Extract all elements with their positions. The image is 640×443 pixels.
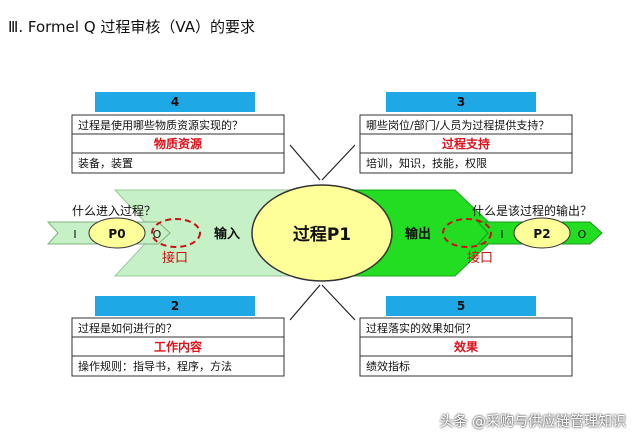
page-title: Ⅲ. Formel Q 过程审核（VA）的要求 — [8, 18, 255, 36]
box-4-header — [95, 92, 255, 112]
info-box-3: 3 哪些岗位/部门/人员为过程提供支持？ 过程支持 培训，知识，技能，权限 — [359, 92, 573, 174]
left-p-ellipse — [88, 217, 146, 249]
box-3-question: 哪些岗位/部门/人员为过程提供支持？ — [366, 118, 549, 132]
box-3-number: 3 — [457, 95, 465, 109]
box-5-body — [359, 317, 573, 377]
info-box-4: 4 过程是使用哪些物质资源实现的？ 物质资源 装备，装置 — [71, 92, 285, 174]
left-node-p: P0 — [108, 227, 125, 241]
box-3-header — [386, 92, 536, 112]
box-3-items: 培训，知识，技能，权限 — [366, 156, 487, 170]
right-p-ellipse — [513, 217, 571, 249]
connector-line-3 — [321, 144, 356, 181]
output-label: 输出 — [405, 226, 431, 242]
box-5-number: 5 — [457, 299, 465, 313]
right-node-question: 什么是该过程的输出？ — [472, 203, 592, 218]
right-interface-ellipse — [442, 218, 492, 248]
box-2-number: 2 — [171, 299, 179, 313]
box-3-heading: 过程支持 — [442, 136, 490, 151]
box-5-question: 过程落实的效果如何？ — [366, 321, 476, 335]
box-4-question: 过程是使用哪些物质资源实现的？ — [78, 118, 243, 132]
input-label: 输入 — [214, 226, 240, 242]
box-5-items: 绩效指标 — [366, 359, 410, 373]
box-5-heading: 效果 — [454, 339, 478, 354]
left-node-o: O — [153, 228, 162, 241]
box-2-question: 过程是如何进行的？ — [78, 321, 177, 335]
left-interface-ellipse — [151, 218, 201, 248]
info-box-5: 5 过程落实的效果如何？ 效果 绩效指标 — [359, 296, 573, 377]
box-2-heading: 工作内容 — [154, 339, 202, 354]
box-4-body — [71, 114, 285, 174]
connector-line-4 — [289, 144, 321, 181]
right-node-i: I — [500, 228, 503, 241]
info-box-2: 2 过程是如何进行的？ 工作内容 操作规则：指导书，程序，方法 — [71, 296, 285, 377]
box-2-body — [71, 317, 285, 377]
box-2-items: 操作规则：指导书，程序，方法 — [78, 359, 232, 373]
watermark: 头条 @采购与供应链管理知识 — [439, 414, 626, 430]
connector-lines — [289, 144, 356, 321]
box-2-header — [95, 296, 255, 316]
right-node-p: P2 — [533, 227, 550, 241]
right-node-o: O — [578, 228, 587, 241]
connector-line-5 — [321, 284, 356, 321]
process-ellipse — [251, 184, 393, 282]
box-4-items: 装备，装置 — [78, 156, 133, 170]
box-3-body — [359, 114, 573, 174]
box-5-header — [386, 296, 536, 316]
connector-line-2 — [289, 284, 321, 321]
right-interface-label: 接口 — [467, 250, 493, 266]
box-4-number: 4 — [171, 95, 179, 109]
process-label: 过程P1 — [293, 225, 351, 245]
left-interface-label: 接口 — [162, 250, 188, 266]
box-4-heading: 物质资源 — [154, 136, 202, 151]
left-node-i: I — [73, 228, 76, 241]
left-node-question: 什么进入过程？ — [72, 203, 156, 218]
